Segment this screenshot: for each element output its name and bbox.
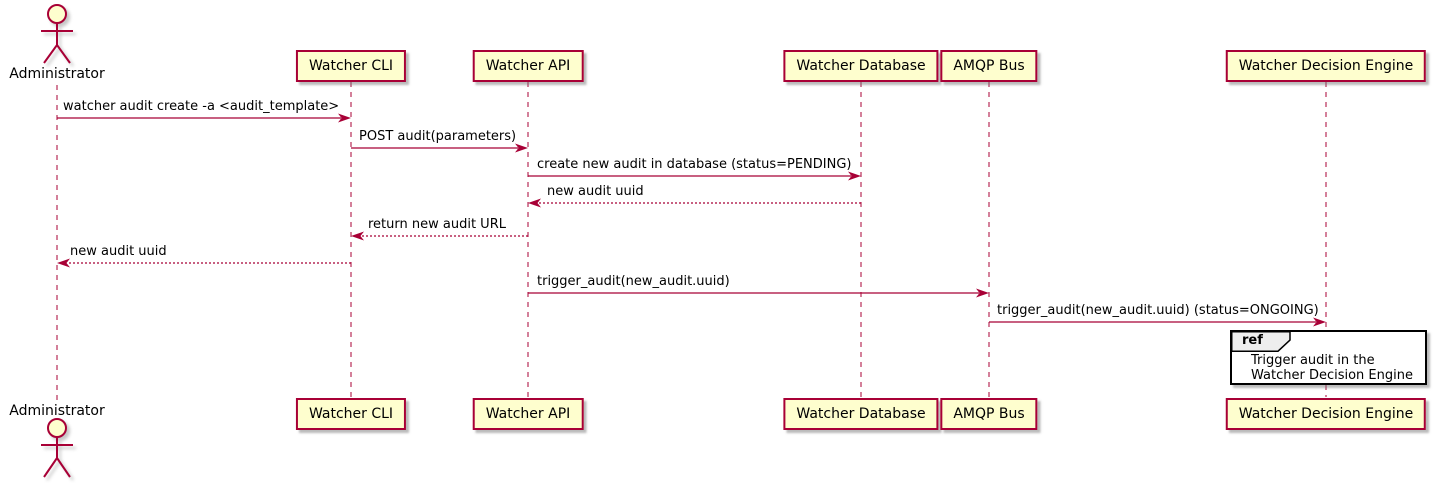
message-label-6: new audit uuid [70,244,167,259]
actor-head-icon [47,418,67,438]
participant-box-amqp-bus-bottom: AMQP Bus [940,398,1038,430]
participant-box-watcher-database-bottom: Watcher Database [783,398,939,430]
ref-text-line: Watcher Decision Engine [1251,368,1413,383]
participant-box-watcher-api-top: Watcher API [472,50,584,82]
participant-box-watcher-decision-engine-bottom: Watcher Decision Engine [1225,398,1427,430]
participant-box-amqp-bus-top: AMQP Bus [940,50,1038,82]
actor-label-top: Administrator [9,66,105,82]
message-label-8: trigger_audit(new_audit.uuid) (status=ON… [997,303,1319,318]
message-label-4: new audit uuid [547,184,644,199]
arrowhead-left-icon [351,231,364,241]
arrowhead-right-icon [976,288,989,298]
message-label-3: create new audit in database (status=PEN… [537,157,852,172]
arrowhead-left-icon [57,258,70,268]
arrowhead-left-icon [528,198,541,208]
actor-head-icon [47,4,67,24]
ref-fragment: ref Trigger audit in the Watcher Decisio… [1230,330,1427,385]
participant-box-watcher-cli-top: Watcher CLI [295,50,407,82]
participant-box-watcher-api-bottom: Watcher API [472,398,584,430]
actor-figure-top [41,4,73,64]
arrowhead-right-icon [848,171,861,181]
message-label-5: return new audit URL [368,217,506,232]
participant-box-watcher-database-top: Watcher Database [783,50,939,82]
participant-box-watcher-cli-bottom: Watcher CLI [295,398,407,430]
arrowhead-right-icon [338,113,351,123]
participant-box-watcher-decision-engine-top: Watcher Decision Engine [1225,50,1427,82]
message-label-2: POST audit(parameters) [359,129,517,144]
ref-tab-icon [1231,331,1291,352]
actor-label-bottom: Administrator [9,403,105,419]
ref-text-line: Trigger audit in the [1251,353,1375,368]
arrowhead-right-icon [515,143,528,153]
message-label-1: watcher audit create -a <audit_template> [63,99,340,114]
ref-keyword: ref [1242,333,1263,348]
message-label-7: trigger_audit(new_audit.uuid) [537,274,730,289]
actor-figure-bottom [41,418,73,478]
arrowhead-right-icon [1313,317,1326,327]
